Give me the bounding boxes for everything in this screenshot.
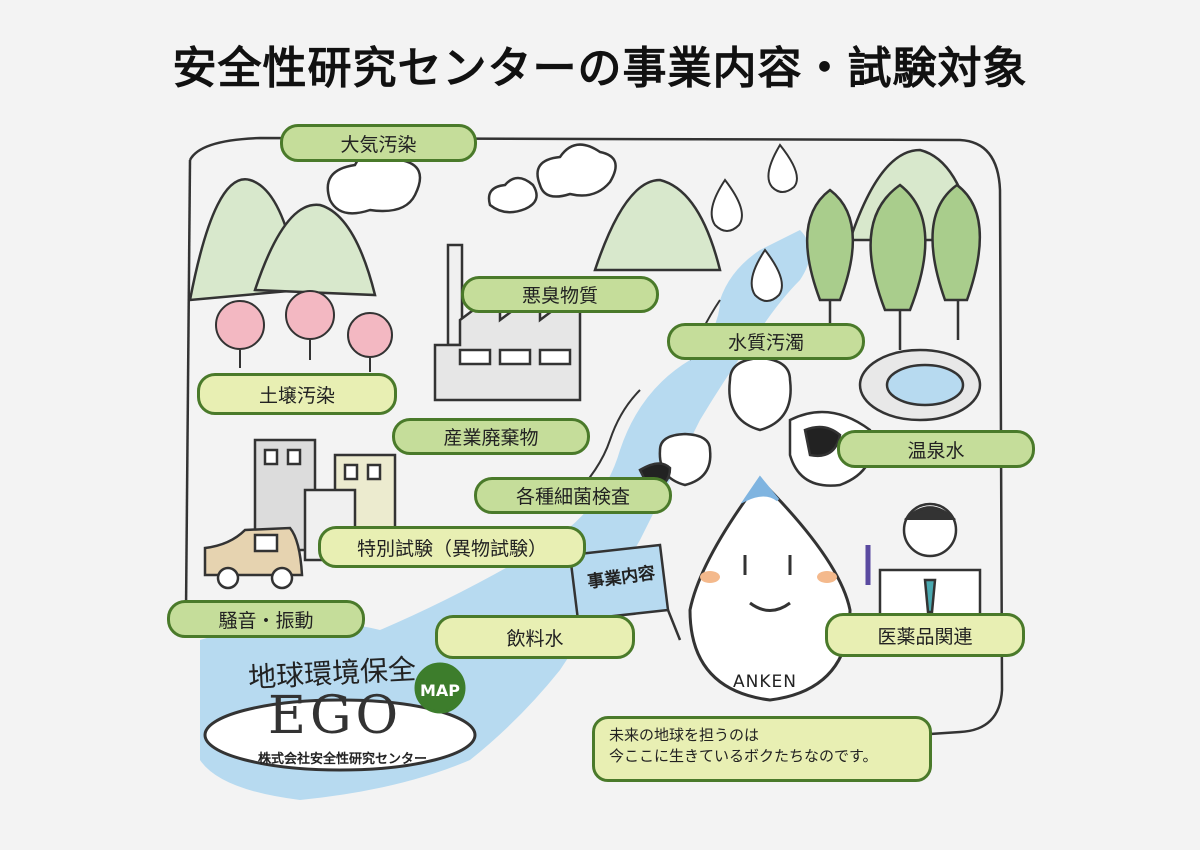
clouds (326, 143, 617, 215)
car (203, 526, 304, 590)
mascot-name: ANKEN (733, 672, 797, 692)
logo-company: 株式会社安全性研究センター (258, 752, 428, 767)
label-hot-spring: 温泉水 (837, 430, 1035, 468)
label-bacteria: 各種細菌検査 (474, 477, 672, 514)
ego-map-logo-shape (203, 662, 477, 772)
label-noise: 騒音・振動 (167, 600, 365, 638)
label-special-test: 特別試験（異物試験） (318, 526, 586, 568)
label-industrial-waste: 産業廃棄物 (392, 418, 590, 455)
label-odor: 悪臭物質 (461, 276, 659, 313)
flowers (215, 290, 393, 372)
anken-mascot (688, 475, 852, 702)
scientist (865, 502, 982, 617)
message-box: 未来の地球を担うのは 今ここに生きているボクたちなのです。 (592, 716, 932, 782)
factory (433, 243, 582, 402)
label-water-quality: 水質汚濁 (667, 323, 865, 360)
label-drinking-water: 飲料水 (435, 615, 635, 659)
trees (805, 183, 982, 350)
water-drops (710, 143, 798, 302)
frame-outline (188, 136, 1004, 736)
label-pharma: 医薬品関連 (825, 613, 1025, 657)
hot-spring-pool (858, 348, 982, 422)
label-air-pollution: 大気汚染 (280, 124, 477, 162)
message-line-2: 今ここに生きているボクたちなのです。 (609, 747, 878, 765)
page-title: 安全性研究センターの事業内容・試験対象 (172, 43, 1028, 94)
message-line-1: 未来の地球を担うのは (609, 726, 760, 744)
label-soil: 土壌汚染 (197, 373, 397, 415)
logo-badge: MAP (420, 681, 461, 700)
flag (568, 543, 682, 641)
logo-main: EGO (268, 686, 403, 746)
